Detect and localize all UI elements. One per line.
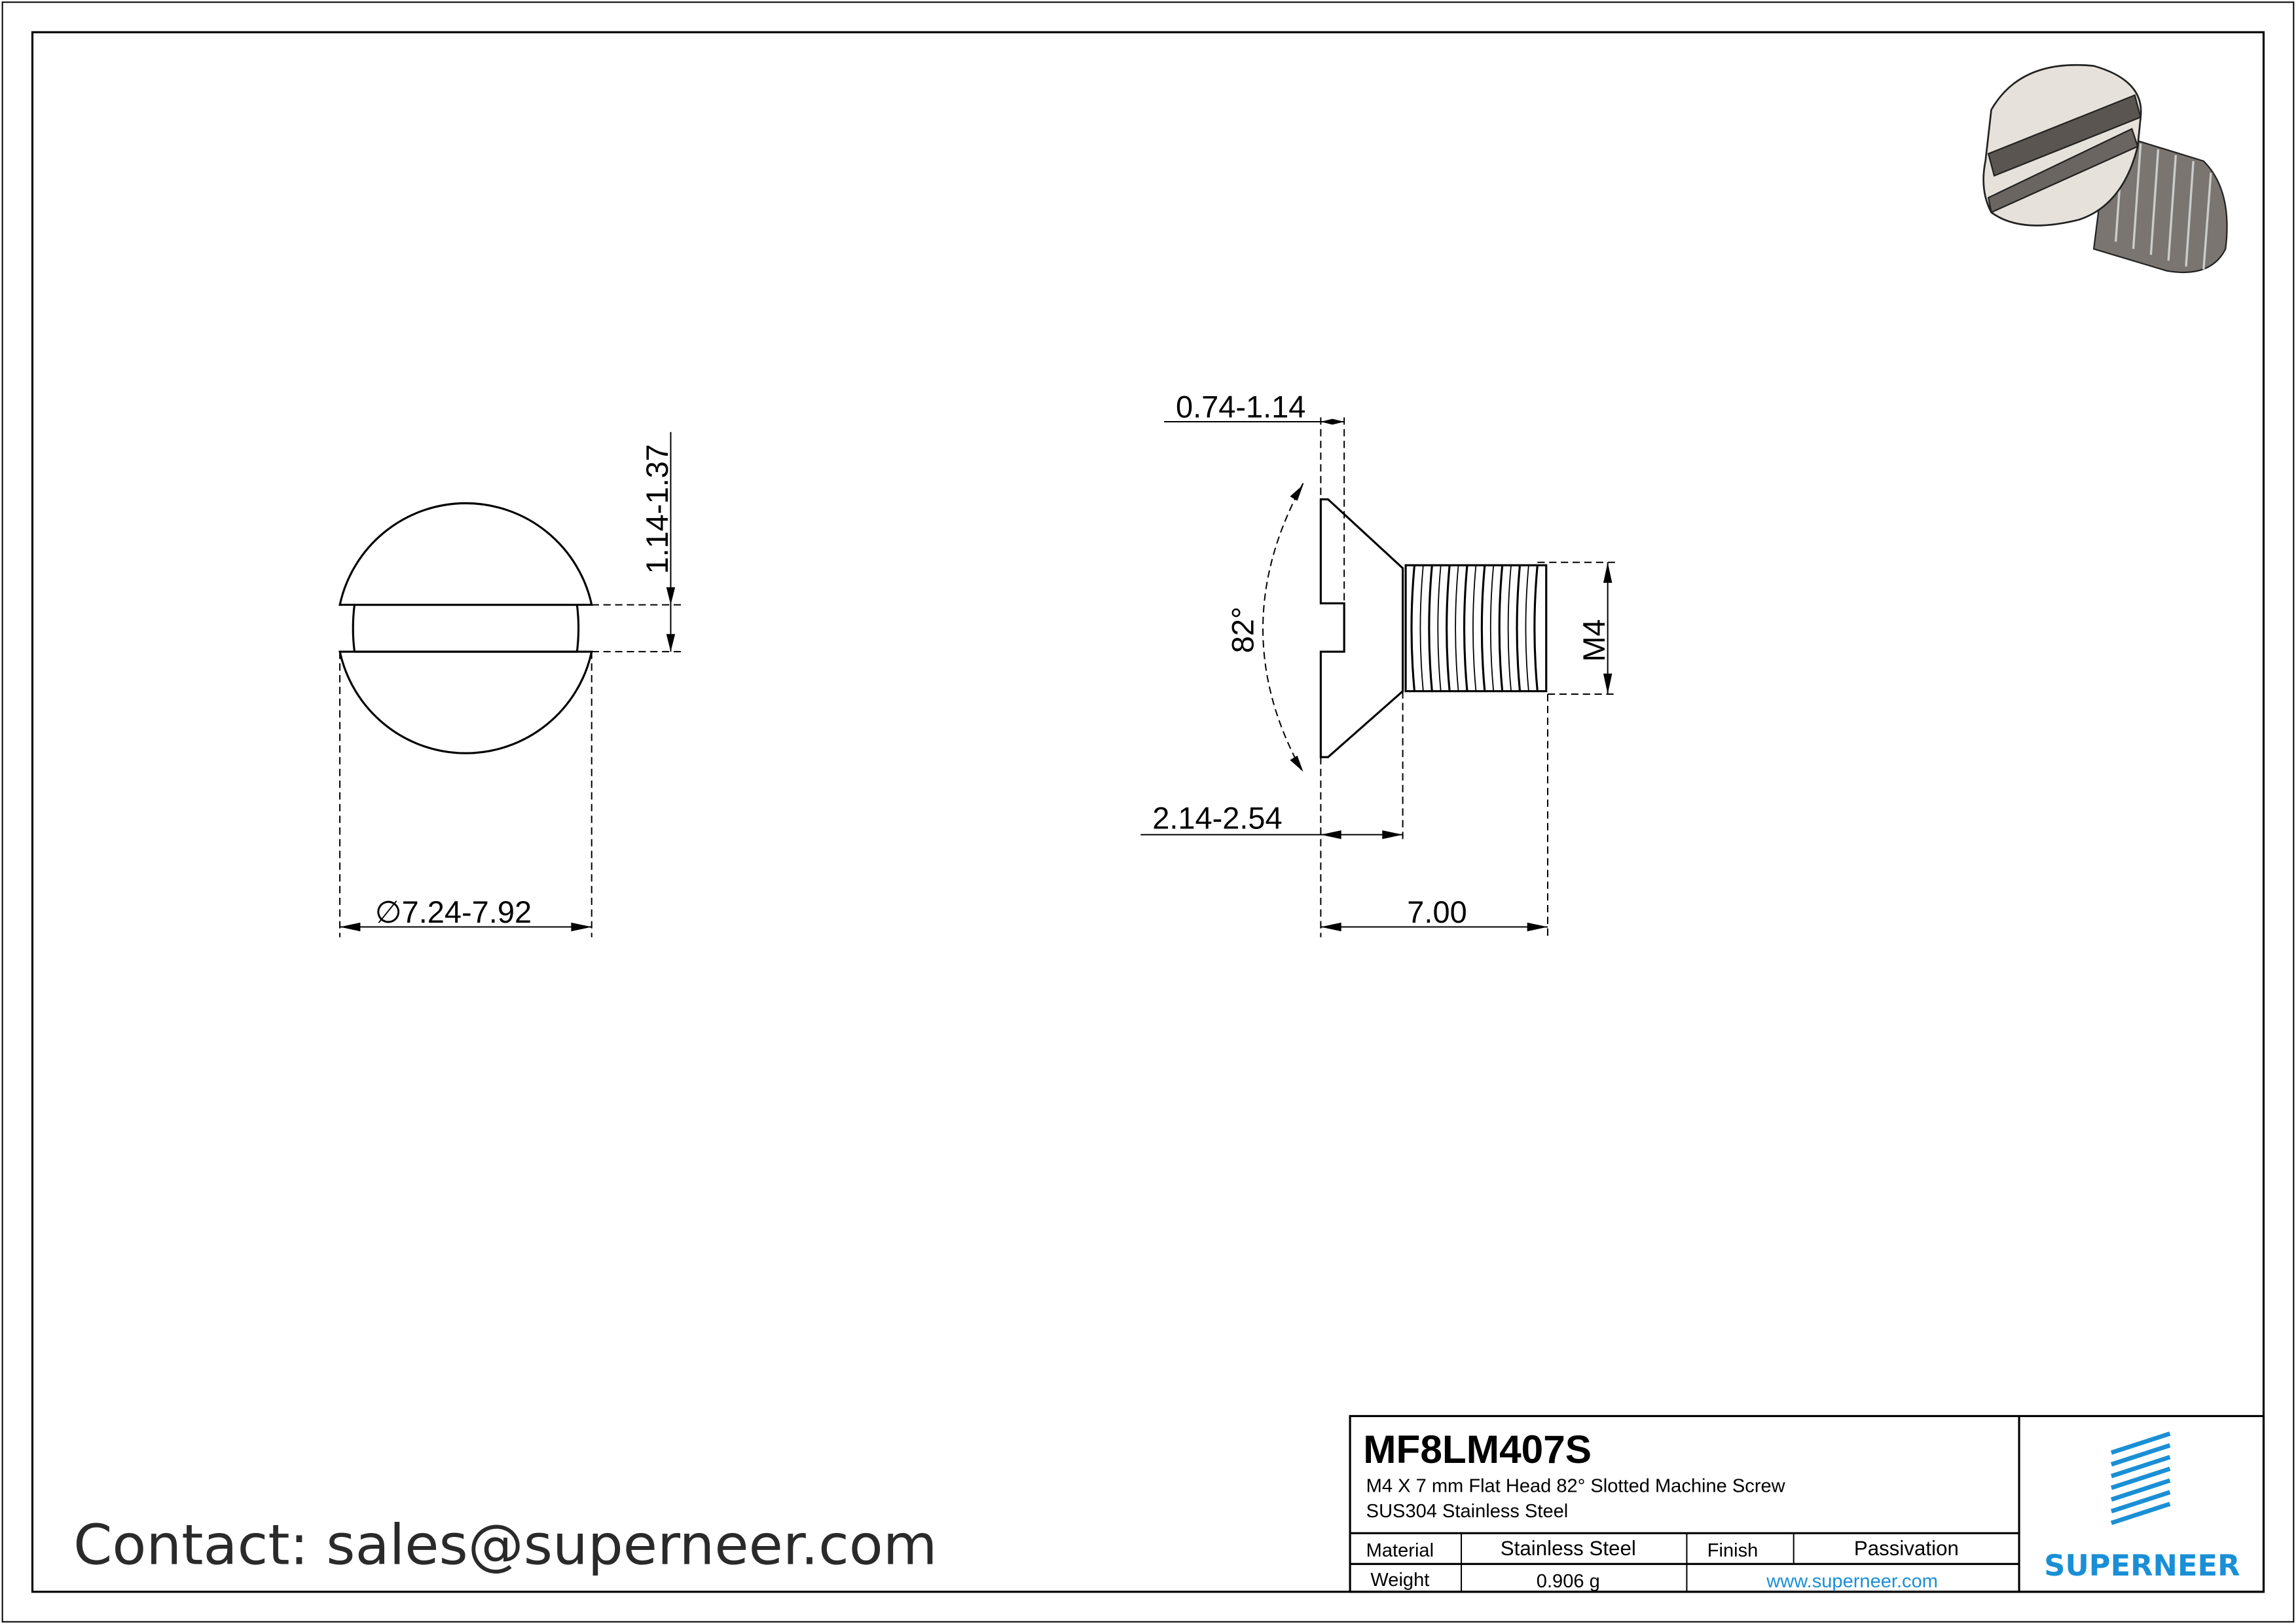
weight-label: Weight [1370, 1570, 1429, 1591]
contact-text: Contact: sales@superneer.com [73, 1513, 937, 1578]
brand-name: SUPERNEER [2044, 1548, 2240, 1583]
thread-lines [1410, 565, 1539, 692]
material-spec: SUS304 Stainless Steel [1366, 1501, 1569, 1522]
part-description: M4 X 7 mm Flat Head 82° Slotted Machine … [1366, 1476, 1786, 1497]
side-view: 0.74-1.14 82° 2.14-2.54 7.00 M4 [1140, 389, 1617, 938]
part-number: MF8LM407S [1363, 1427, 1592, 1471]
screw-3d-render [1982, 64, 2228, 274]
finish-label: Finish [1707, 1540, 1758, 1561]
superneer-logo-icon [2110, 1431, 2171, 1525]
thread-size-dimension: M4 [1576, 619, 1611, 662]
inner-frame [31, 31, 2265, 1593]
website-link[interactable]: www.superneer.com [1766, 1571, 1938, 1592]
angle-dimension: 82° [1226, 606, 1260, 653]
material-label: Material [1366, 1540, 1434, 1561]
front-view: 1.14-1.37 ∅7.24-7.92 [338, 432, 682, 938]
title-block: MF8LM407S M4 X 7 mm Flat Head 82° Slotte… [1349, 1414, 2265, 1593]
head-height-dimension: 2.14-2.54 [1152, 801, 1282, 836]
slot-width-dimension: 0.74-1.14 [1176, 389, 1305, 424]
diameter-dimension: ∅7.24-7.92 [375, 895, 532, 929]
length-dimension: 7.00 [1407, 895, 1467, 929]
material-value: Stainless Steel [1501, 1537, 1636, 1560]
weight-value: 0.906 g [1537, 1571, 1600, 1592]
slot-depth-dimension: 1.14-1.37 [640, 444, 674, 574]
finish-value: Passivation [1854, 1537, 1959, 1560]
